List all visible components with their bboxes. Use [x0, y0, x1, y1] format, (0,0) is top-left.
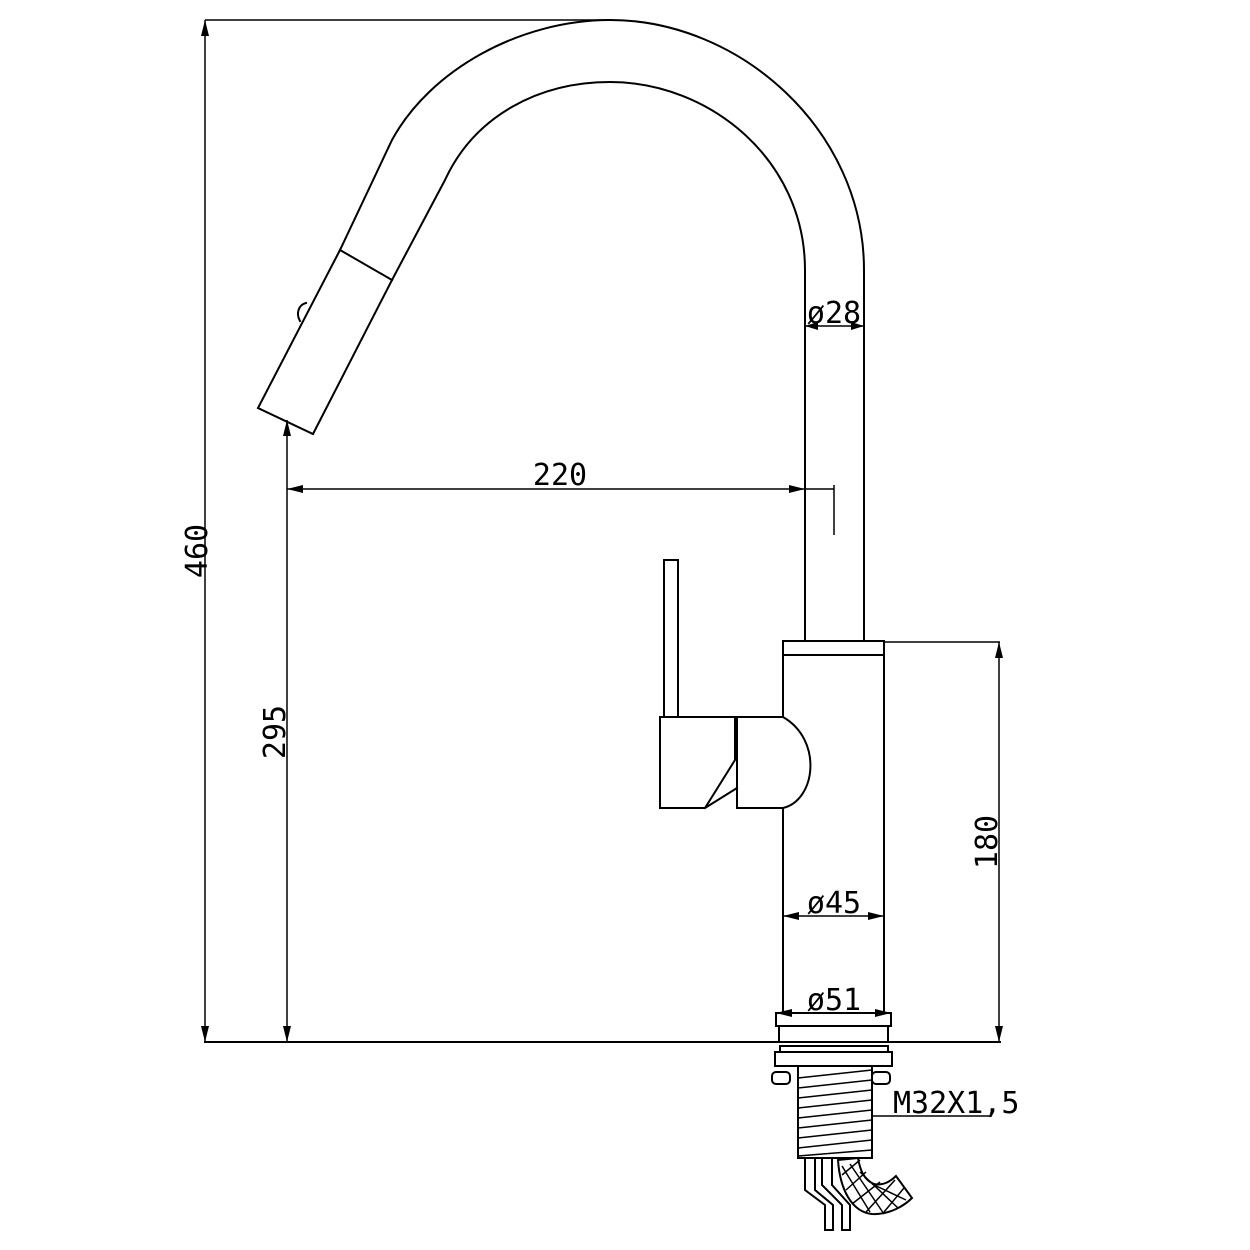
arrowhead — [287, 485, 303, 493]
label-spout-height: 295 — [258, 705, 293, 759]
spray-button-icon — [297, 301, 308, 323]
arrowhead — [805, 322, 818, 330]
spray-head — [256, 248, 394, 436]
arrowhead — [201, 20, 209, 36]
faucet-outline — [256, 18, 914, 1231]
label-body-height: 180 — [970, 815, 1005, 869]
arrowhead — [283, 420, 291, 436]
label-spout-diameter: ø28 — [807, 296, 861, 331]
cartridge-cap — [736, 716, 812, 809]
braid-pattern — [841, 1159, 907, 1215]
base-seal — [778, 1025, 889, 1043]
lever-hub — [659, 716, 736, 809]
fixing-nut — [774, 1051, 893, 1067]
arrowhead — [776, 1009, 792, 1017]
spout-inner-curve — [390, 80, 806, 641]
fixing-nut-left-tab — [771, 1071, 791, 1085]
arrowhead — [783, 912, 799, 920]
arrowhead — [995, 642, 1003, 658]
hub-chamfer — [703, 786, 739, 810]
arrowhead — [789, 485, 805, 493]
arrowhead — [201, 1026, 209, 1042]
label-spout-reach: 220 — [533, 458, 587, 493]
spray-head-joint — [338, 248, 394, 282]
extension-lines — [204, 19, 1001, 1043]
fixing-nut-right-tab — [871, 1071, 891, 1085]
supply-pipe-middle — [821, 1157, 851, 1231]
dimension-labels: 460 295 220 ø28 180 ø45 ø51 M32X1,5 — [180, 296, 1019, 1121]
body-cylinder — [782, 640, 885, 1014]
arrowhead — [995, 1026, 1003, 1042]
threaded-shank — [797, 1065, 873, 1159]
arrowhead — [283, 1026, 291, 1042]
label-body-diameter: ø45 — [807, 886, 861, 921]
spout-outer-curve — [338, 18, 865, 641]
arrowhead — [875, 1009, 891, 1017]
lever-handle — [663, 559, 679, 718]
supply-pipe-left — [804, 1157, 834, 1231]
dimension-lines — [201, 20, 1003, 1117]
label-thread-size: M32X1,5 — [893, 1086, 1019, 1121]
thread-lines — [797, 1069, 873, 1157]
label-total-height: 460 — [180, 524, 215, 578]
arrowhead — [868, 912, 884, 920]
arrowhead — [851, 322, 864, 330]
label-base-diameter: ø51 — [807, 983, 861, 1018]
